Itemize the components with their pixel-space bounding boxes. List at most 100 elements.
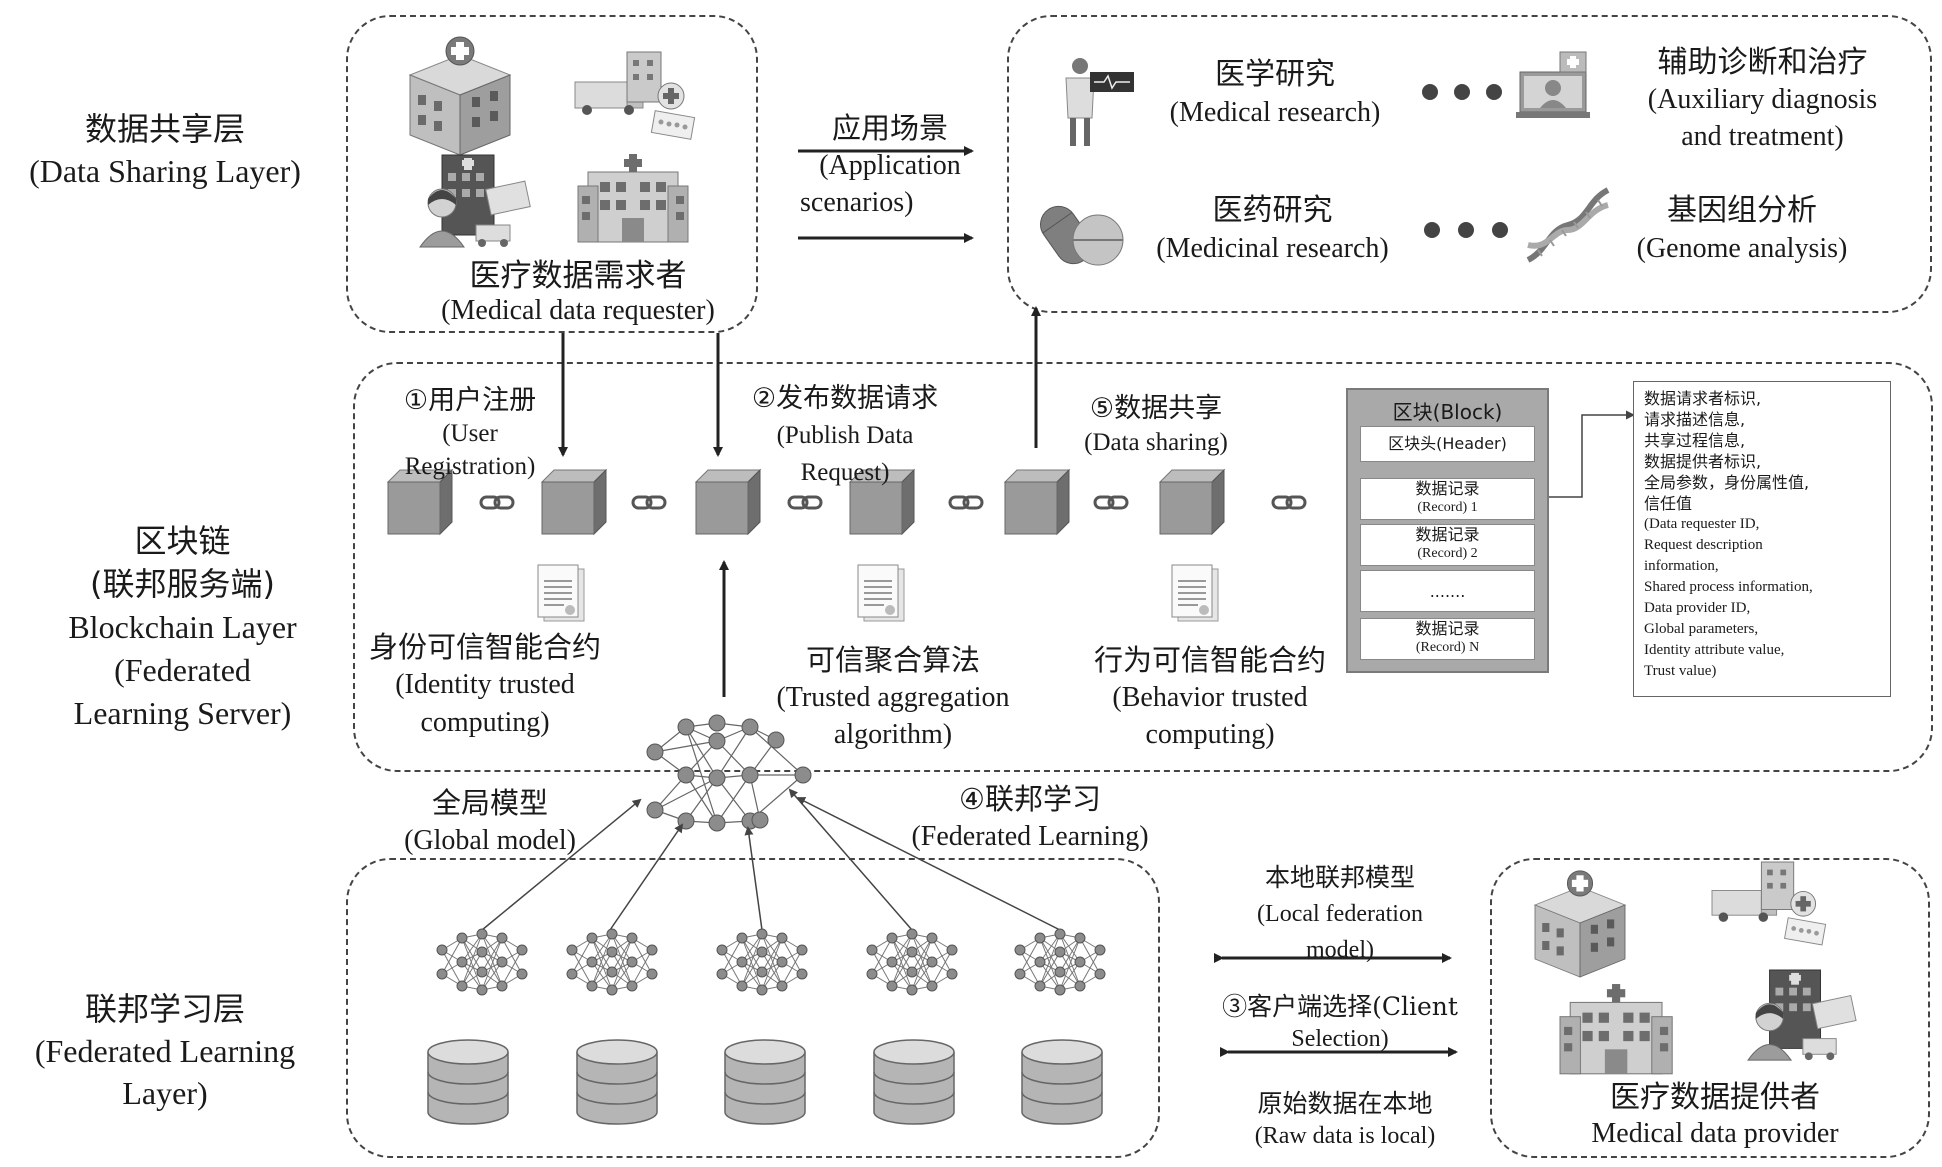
step-2-en1: (Publish Data [776, 422, 914, 449]
local-network-icon [1014, 928, 1106, 996]
provider-box [1490, 858, 1930, 1158]
block-structure: 区块(Block) 区块头(Header) 数据记录 (Record) 1 数据… [1346, 388, 1549, 673]
local-model-zh: 本地联邦模型 [1264, 863, 1415, 892]
block-description-line: 信任值 [1644, 494, 1693, 513]
step-2-zh: ②发布数据请求 [751, 383, 939, 414]
database-icon [576, 1039, 658, 1125]
chain-link-icon [787, 495, 823, 510]
step-publish-request: ②发布数据请求 (Publish Data Request) [735, 380, 955, 491]
scenario-genome-zh: 基因组分析 [1667, 193, 1817, 228]
provider-en: Medical data provider [1591, 1118, 1839, 1149]
block-record-ellipsis: ....... [1360, 570, 1535, 612]
requester-label: 医疗数据需求者 (Medical data requester) [398, 250, 758, 327]
global-model-network [646, 714, 812, 832]
local-model-label: 本地联邦模型 (Local federation model) [1230, 860, 1450, 968]
local-network-icon [436, 928, 528, 996]
chain-link-icon [631, 495, 667, 510]
provider-zh: 医疗数据提供者 [1610, 1080, 1820, 1115]
block-description-line: 请求描述信息, [1644, 410, 1746, 429]
block-description: 数据请求者标识, 请求描述信息, 共享过程信息, 数据提供者标识, 全局参数，身… [1633, 381, 1891, 697]
step-1-en2: Registration) [404, 453, 536, 480]
application-box [1007, 15, 1932, 313]
provider-hospital-icon [1534, 870, 1626, 978]
data-sharing-layer-title: 数据共享层 (Data Sharing Layer) [0, 108, 330, 192]
contract-document-icon [857, 564, 905, 622]
scenario-auxiliary-en2: and treatment) [1681, 121, 1844, 152]
block-description-line: 数据提供者标识, [1644, 452, 1762, 471]
aggregation-label: 可信聚合算法 (Trusted aggregation algorithm) [758, 642, 1028, 753]
step-1-en1: (User [442, 420, 498, 447]
requester-box [346, 15, 758, 333]
chain-link-icon [479, 495, 515, 510]
client-selection-label: ③客户端选择(Client Selection) [1205, 990, 1475, 1056]
block-record-2-zh: 数据记录 [1415, 525, 1480, 544]
telemedicine-icon [1516, 51, 1590, 118]
application-label-zh: 应用场景 [831, 111, 948, 145]
block-record-2: 数据记录 (Record) 2 [1360, 524, 1535, 566]
identity-contract-label: 身份可信智能合约 (Identity trusted computing) [355, 628, 615, 742]
step-data-sharing: ⑤数据共享 (Data sharing) [1066, 392, 1246, 460]
hospital-icon [409, 36, 511, 156]
blockchain-box [353, 362, 1933, 772]
chain-link-icon [1271, 495, 1307, 510]
step-2-en2: Request) [800, 459, 890, 486]
block-description-line: 数据请求者标识, [1644, 389, 1762, 408]
blockchain-layer-title: 区块链 (联邦服务端) Blockchain Layer (Federated … [0, 520, 365, 734]
chain-link-icon [1093, 495, 1129, 510]
local-network-icon [866, 928, 958, 996]
local-network-icon [566, 928, 658, 996]
blockchain-layer-en3: Learning Server) [73, 694, 292, 731]
scenario-medical-research-en: (Medical research) [1169, 97, 1381, 128]
block-record-1: 数据记录 (Record) 1 [1360, 478, 1535, 520]
block-record-n-zh: 数据记录 [1415, 619, 1480, 638]
application-label: 应用场景 (Application scenarios) [790, 110, 990, 221]
hospital-building-icon [577, 153, 689, 243]
aggregation-en2: algorithm) [833, 719, 953, 750]
scenario-medical-research: 医学研究 (Medical research) [1140, 56, 1410, 132]
blockchain-layer-zh2: (联邦服务端) [90, 564, 275, 603]
block-description-line: Global parameters, [1644, 621, 1759, 637]
database-icon [724, 1039, 806, 1125]
block-record-ellipsis-text: ....... [1429, 582, 1466, 601]
block-description-line: information, [1644, 558, 1719, 574]
block-description-line: Data provider ID, [1644, 600, 1751, 616]
block-cube [1004, 469, 1070, 535]
ellipsis-dots [1422, 84, 1508, 238]
block-header: 区块头(Header) [1360, 426, 1535, 462]
block-title: 区块(Block) [1392, 400, 1503, 424]
provider-label: 医疗数据提供者 Medical data provider [1540, 1080, 1890, 1152]
block-description-line: Identity attribute value, [1644, 642, 1785, 658]
federated-learning-arrows [481, 788, 1061, 931]
block-record-1-en: (Record) 1 [1417, 500, 1478, 515]
block-record-1-zh: 数据记录 [1415, 479, 1480, 498]
identity-contract-en2: computing) [420, 707, 550, 738]
step-user-registration: ①用户注册 (User Registration) [380, 384, 560, 483]
chain-link-icon [948, 495, 984, 510]
step-5-en: (Data sharing) [1084, 429, 1228, 456]
block-record-2-en: (Record) 2 [1417, 546, 1478, 561]
data-sharing-layer-en: (Data Sharing Layer) [29, 153, 301, 190]
scenario-genome-en: (Genome analysis) [1636, 233, 1848, 264]
scenario-medicinal-zh: 医药研究 [1212, 193, 1333, 228]
scenario-medical-research-zh: 医学研究 [1215, 57, 1335, 92]
global-model-zh: 全局模型 [431, 786, 548, 820]
block-description-line: 共享过程信息, [1644, 431, 1746, 450]
database-icon [1021, 1039, 1103, 1125]
raw-data-en: (Raw data is local) [1254, 1123, 1436, 1149]
raw-data-zh: 原始数据在本地 [1257, 1089, 1433, 1118]
database-icon [427, 1039, 509, 1125]
step-1-zh: ①用户注册 [403, 385, 537, 416]
behavior-contract-label: 行为可信智能合约 (Behavior trusted computing) [1080, 642, 1340, 753]
local-network-icon [716, 928, 808, 996]
block-description-line: Shared process information, [1644, 579, 1813, 595]
blockchain-layer-en1: Blockchain Layer [68, 608, 297, 645]
application-label-en1: (Application [819, 150, 961, 181]
scenario-auxiliary-en1: (Auxiliary diagnosis [1647, 84, 1878, 115]
behavior-contract-en2: computing) [1145, 719, 1275, 750]
requester-label-zh: 医疗数据需求者 [469, 258, 687, 294]
provider-doctor-building-icon [1747, 969, 1857, 1061]
federated-layer-en2: Layer) [122, 1075, 208, 1112]
ambulance-icon [574, 51, 696, 140]
federated-layer-title: 联邦学习层 (Federated Learning Layer) [0, 988, 330, 1115]
